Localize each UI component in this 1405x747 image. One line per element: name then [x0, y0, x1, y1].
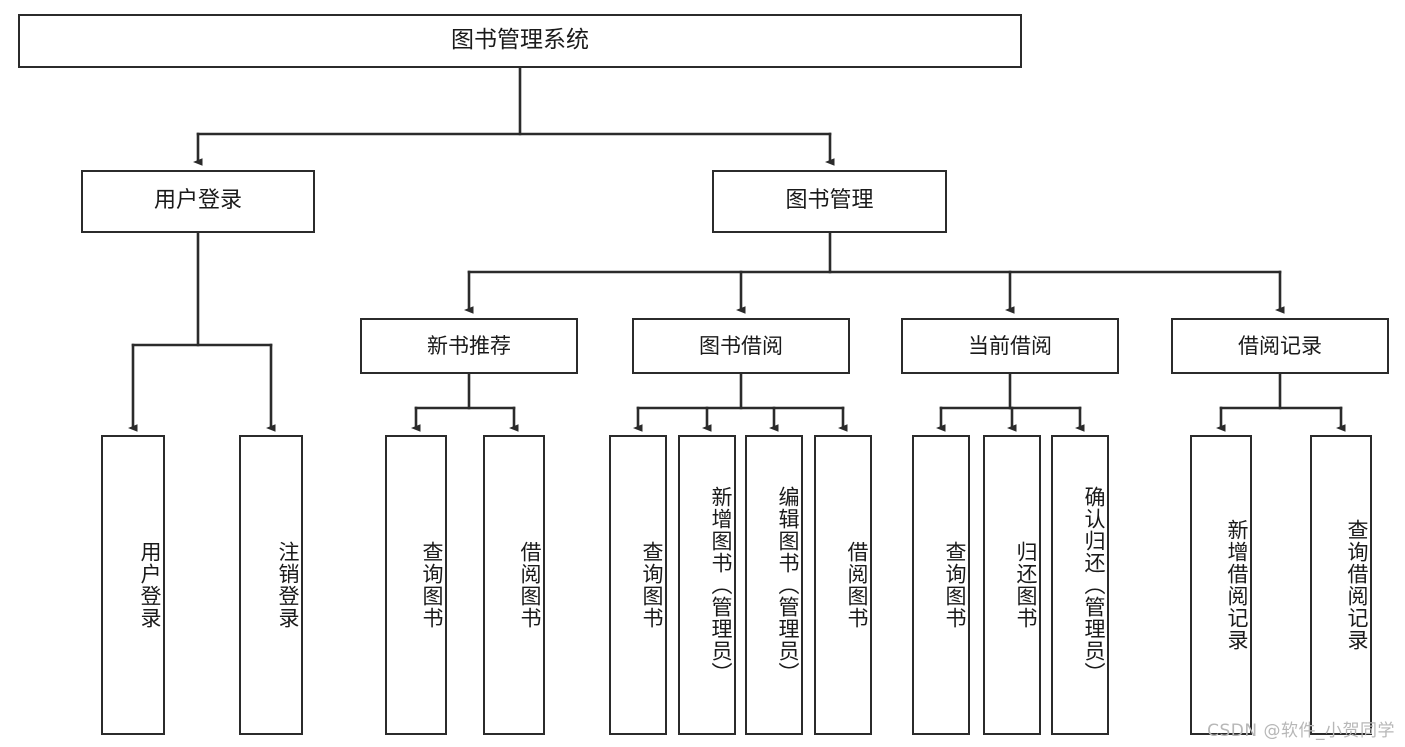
node-leaf-add-record[interactable]: 新增借阅记录 [1190, 435, 1252, 735]
node-leaf-add-book-label: 新增图书（管理员） [709, 486, 733, 684]
node-leaf-confirm-return-label: 确认归还（管理员） [1082, 486, 1106, 684]
node-borrow-records[interactable]: 借阅记录 [1171, 318, 1389, 374]
node-leaf-query-book-3[interactable]: 查询图书 [912, 435, 970, 735]
node-root-label: 图书管理系统 [451, 27, 589, 54]
node-leaf-borrow-book-2-label: 借阅图书 [845, 541, 869, 629]
node-leaf-query-book-2-label: 查询图书 [640, 541, 664, 629]
node-leaf-logout-label: 注销登录 [276, 541, 300, 629]
node-current-borrow[interactable]: 当前借阅 [901, 318, 1119, 374]
node-leaf-query-record-label: 查询借阅记录 [1345, 519, 1369, 651]
node-leaf-edit-book-label: 编辑图书（管理员） [776, 486, 800, 684]
node-leaf-query-record[interactable]: 查询借阅记录 [1310, 435, 1372, 735]
node-leaf-query-book-1-label: 查询图书 [420, 541, 444, 629]
node-leaf-add-record-label: 新增借阅记录 [1225, 519, 1249, 651]
csdn-watermark: CSDN @软件_小贺同学 [1207, 721, 1395, 741]
node-new-book-recommend-label: 新书推荐 [427, 333, 511, 358]
node-book-management[interactable]: 图书管理 [712, 170, 947, 233]
node-leaf-logout[interactable]: 注销登录 [239, 435, 303, 735]
node-leaf-user-login[interactable]: 用户登录 [101, 435, 165, 735]
node-root[interactable]: 图书管理系统 [18, 14, 1022, 68]
node-leaf-user-login-label: 用户登录 [138, 541, 162, 629]
node-leaf-query-book-3-label: 查询图书 [943, 541, 967, 629]
node-user-login[interactable]: 用户登录 [81, 170, 315, 233]
node-book-borrow-label: 图书借阅 [699, 333, 783, 358]
node-leaf-query-book-2[interactable]: 查询图书 [609, 435, 667, 735]
node-borrow-records-label: 借阅记录 [1238, 333, 1322, 358]
node-leaf-return-book-label: 归还图书 [1014, 541, 1038, 629]
node-leaf-confirm-return[interactable]: 确认归还（管理员） [1051, 435, 1109, 735]
node-book-borrow[interactable]: 图书借阅 [632, 318, 850, 374]
node-leaf-borrow-book-1[interactable]: 借阅图书 [483, 435, 545, 735]
node-current-borrow-label: 当前借阅 [968, 333, 1052, 358]
node-user-login-label: 用户登录 [153, 188, 242, 214]
node-leaf-add-book[interactable]: 新增图书（管理员） [678, 435, 736, 735]
node-leaf-borrow-book-2[interactable]: 借阅图书 [814, 435, 872, 735]
node-book-management-label: 图书管理 [785, 188, 874, 214]
node-leaf-return-book[interactable]: 归还图书 [983, 435, 1041, 735]
node-leaf-query-book-1[interactable]: 查询图书 [385, 435, 447, 735]
node-leaf-borrow-book-1-label: 借阅图书 [518, 541, 542, 629]
node-leaf-edit-book[interactable]: 编辑图书（管理员） [745, 435, 803, 735]
node-new-book-recommend[interactable]: 新书推荐 [360, 318, 578, 374]
